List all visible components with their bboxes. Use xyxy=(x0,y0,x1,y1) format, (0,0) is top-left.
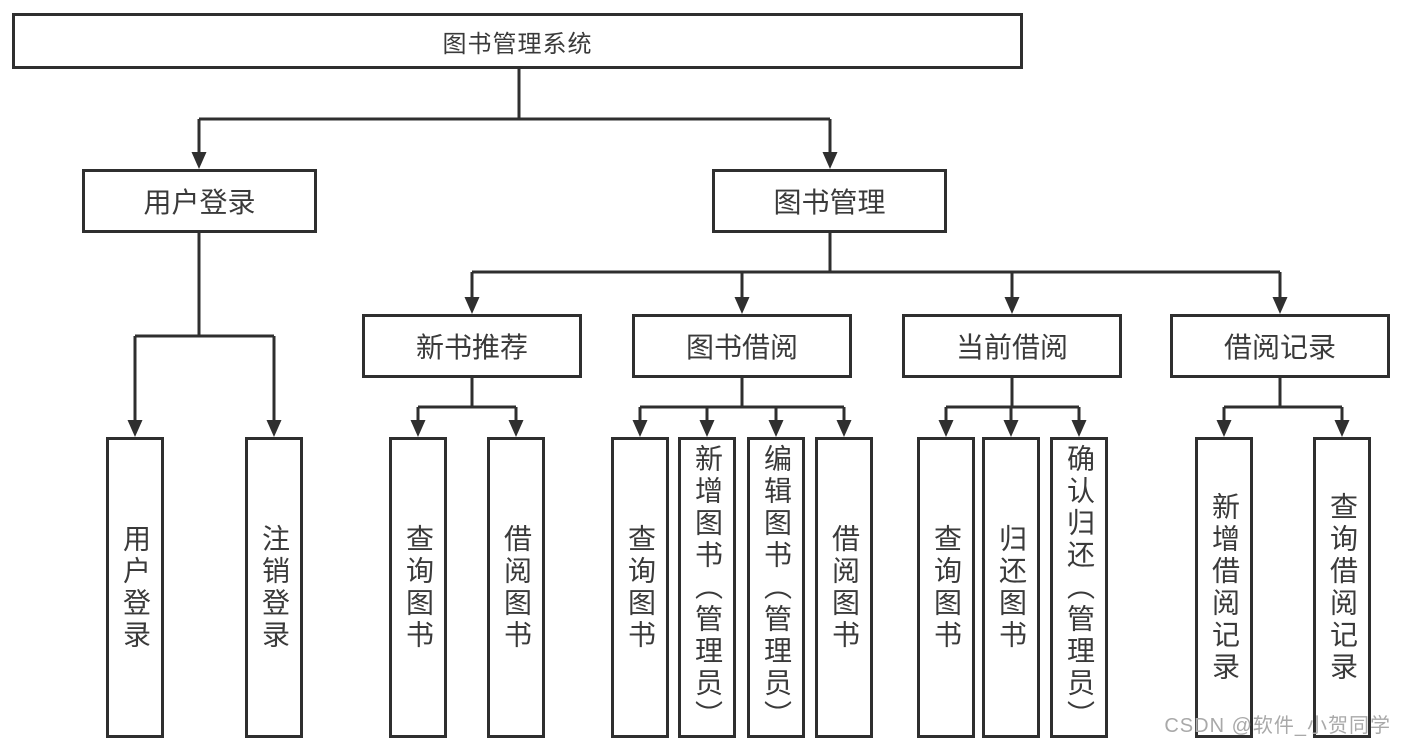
leaf-logout: 注销登录 xyxy=(245,437,303,738)
leaf-borrow-books-recommend-label: 借阅图书 xyxy=(501,523,532,652)
leaf-user-login-label: 用户登录 xyxy=(120,523,151,652)
leaf-add-book-admin: 新增图书（管理员） xyxy=(678,437,736,738)
leaf-query-books-current-label: 查询图书 xyxy=(931,523,962,652)
leaf-query-books-recommend: 查询图书 xyxy=(389,437,447,738)
leaf-query-books-recommend-label: 查询图书 xyxy=(403,523,434,652)
arrowhead-icon xyxy=(734,297,750,314)
leaf-borrow-books-label: 借阅图书 xyxy=(829,523,860,652)
arrowhead-icon xyxy=(266,420,282,437)
connector-path xyxy=(133,69,1344,425)
node-user-login: 用户登录 xyxy=(82,169,317,233)
arrowhead-icon xyxy=(1004,297,1020,314)
arrowhead-icon xyxy=(632,420,648,437)
leaf-edit-book-admin: 编辑图书（管理员） xyxy=(747,437,805,738)
node-book-borrow: 图书借阅 xyxy=(632,314,852,378)
leaf-borrow-books-recommend: 借阅图书 xyxy=(487,437,545,738)
node-root: 图书管理系统 xyxy=(12,13,1023,69)
leaf-return-book: 归还图书 xyxy=(982,437,1040,738)
node-book-management: 图书管理 xyxy=(712,169,947,233)
arrowhead-icon xyxy=(1216,420,1232,437)
arrowhead-icon xyxy=(699,420,715,437)
leaf-query-books-current: 查询图书 xyxy=(917,437,975,738)
arrowhead-icon xyxy=(768,420,784,437)
arrowhead-icon xyxy=(1272,297,1288,314)
leaf-return-book-label: 归还图书 xyxy=(996,523,1027,652)
node-borrow-records: 借阅记录 xyxy=(1170,314,1390,378)
arrowhead-icon xyxy=(1003,420,1019,437)
arrowheads xyxy=(127,152,1350,437)
leaf-edit-book-admin-label: 编辑图书（管理员） xyxy=(761,443,792,732)
arrowhead-icon xyxy=(836,420,852,437)
arrowhead-icon xyxy=(410,420,426,437)
leaf-query-books-borrow-label: 查询图书 xyxy=(625,523,656,652)
arrowhead-icon xyxy=(464,297,480,314)
leaf-borrow-books: 借阅图书 xyxy=(815,437,873,738)
csdn-watermark: CSDN @软件_小贺同学 xyxy=(1164,715,1391,737)
leaf-confirm-return-admin: 确认归还（管理员） xyxy=(1050,437,1108,738)
leaf-query-borrow-record: 查询借阅记录 xyxy=(1313,437,1371,738)
node-current-borrow: 当前借阅 xyxy=(902,314,1122,378)
arrowhead-icon xyxy=(938,420,954,437)
arrowhead-icon xyxy=(508,420,524,437)
node-new-book-recommend: 新书推荐 xyxy=(362,314,582,378)
arrowhead-icon xyxy=(127,420,143,437)
leaf-add-borrow-record: 新增借阅记录 xyxy=(1195,437,1253,738)
arrowhead-icon xyxy=(1334,420,1350,437)
leaf-add-book-admin-label: 新增图书（管理员） xyxy=(692,443,723,732)
leaf-query-borrow-record-label: 查询借阅记录 xyxy=(1327,491,1358,684)
arrowhead-icon xyxy=(822,152,838,169)
leaf-query-books-borrow: 查询图书 xyxy=(611,437,669,738)
leaf-user-login: 用户登录 xyxy=(106,437,164,738)
leaf-add-borrow-record-label: 新增借阅记录 xyxy=(1209,491,1240,684)
arrowhead-icon xyxy=(1071,420,1087,437)
arrowhead-icon xyxy=(191,152,207,169)
leaf-logout-label: 注销登录 xyxy=(259,523,290,652)
leaf-confirm-return-admin-label: 确认归还（管理员） xyxy=(1064,443,1095,732)
